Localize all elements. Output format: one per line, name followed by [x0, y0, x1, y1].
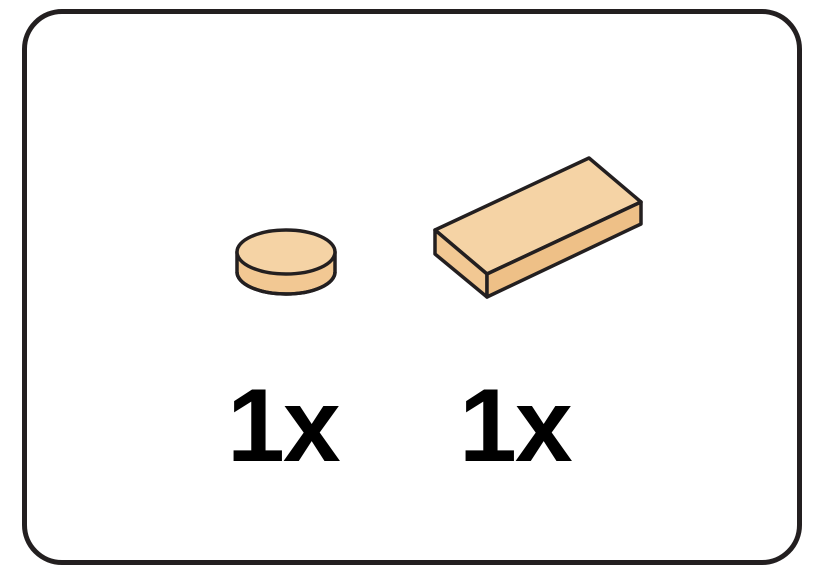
round-tile-icon	[227, 214, 347, 314]
parts-callout-box: 1x 1x	[22, 9, 802, 565]
tile-1x2-icon	[427, 152, 647, 312]
tile-1x2-quantity: 1x	[459, 374, 571, 478]
round-tile-quantity: 1x	[227, 374, 339, 478]
